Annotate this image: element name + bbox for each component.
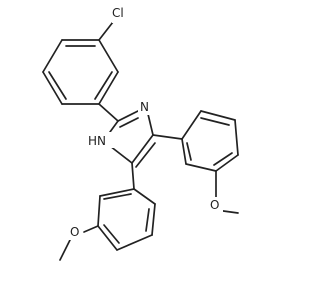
bond	[213, 152, 233, 166]
bonds	[42, 21, 239, 261]
bond	[234, 119, 239, 156]
bond	[133, 188, 156, 205]
bond	[103, 224, 120, 244]
chlorine-label: Cl	[112, 6, 124, 20]
bond	[185, 163, 217, 172]
molecule-structure: Cl N HN O O	[42, 5, 239, 261]
bond	[181, 138, 187, 165]
oxygen-label-left: O	[70, 225, 79, 239]
atom-labels: Cl N HN O O	[69, 5, 223, 240]
bond	[94, 71, 113, 100]
bond	[109, 120, 119, 133]
bond	[109, 145, 133, 164]
bond	[200, 110, 236, 121]
bond	[200, 117, 230, 126]
bond	[59, 239, 71, 261]
bond	[98, 21, 114, 41]
bond	[97, 195, 101, 227]
bond	[181, 110, 202, 140]
bond	[48, 71, 67, 100]
bond	[145, 208, 150, 232]
bond	[215, 154, 239, 172]
bond	[119, 117, 139, 128]
bond	[99, 188, 135, 197]
bond	[152, 134, 183, 140]
bond	[147, 113, 154, 136]
nh-label: HN	[88, 134, 106, 148]
bond	[186, 142, 192, 161]
bond	[42, 71, 63, 105]
bond	[98, 71, 119, 105]
bond	[98, 39, 119, 73]
bond	[97, 225, 118, 251]
bond	[83, 225, 99, 233]
oxygen-label-right: O	[210, 198, 219, 212]
nitrogen-label: N	[140, 100, 149, 114]
bond	[131, 134, 154, 164]
bond	[98, 103, 119, 122]
bond	[117, 110, 139, 122]
bond	[131, 162, 135, 190]
bond	[116, 234, 153, 251]
bond	[135, 142, 156, 168]
bond	[151, 203, 156, 236]
bond	[103, 193, 132, 200]
bond	[42, 39, 63, 73]
